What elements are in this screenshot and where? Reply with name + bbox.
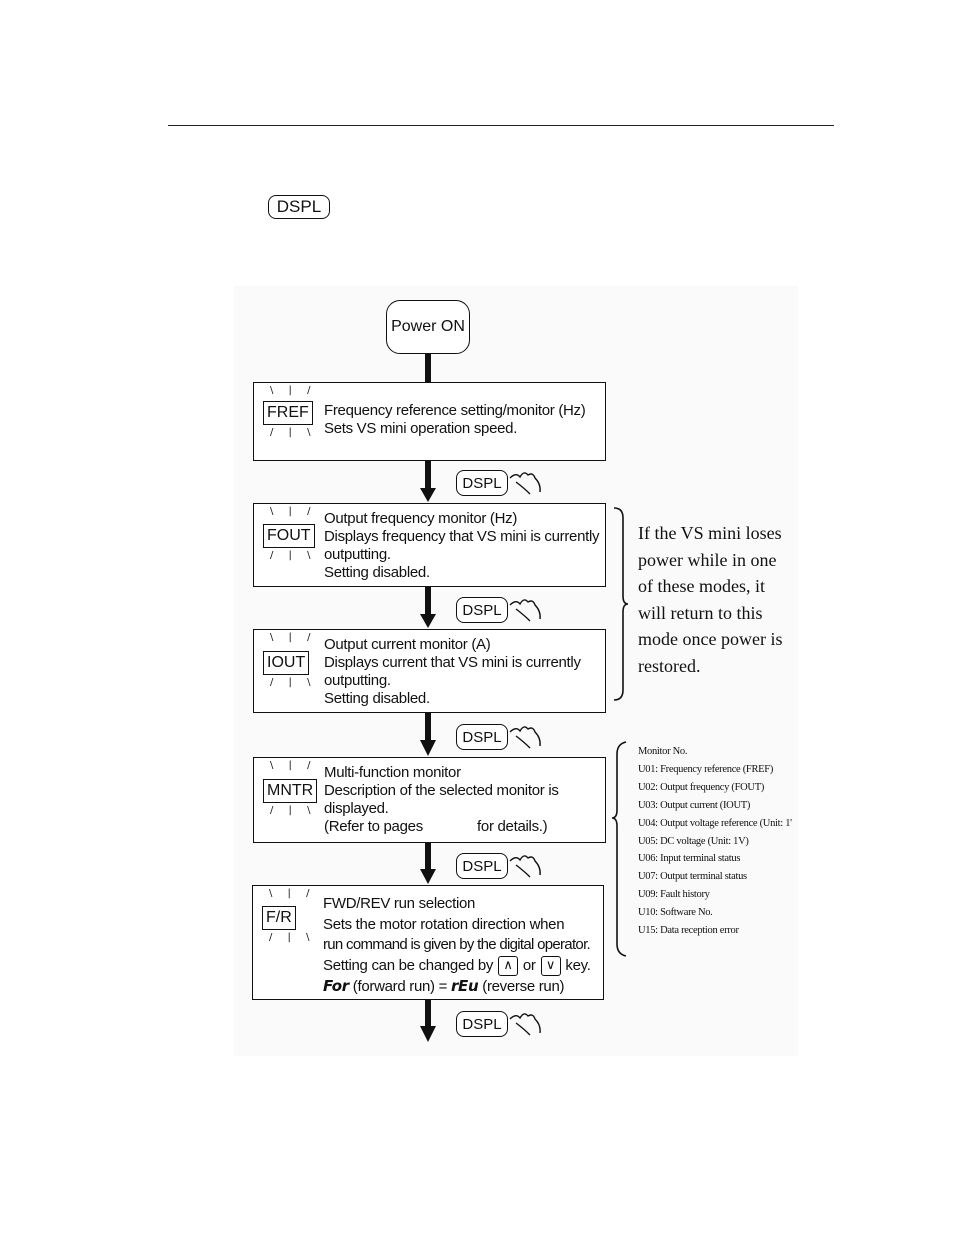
blink-marks: / | \ xyxy=(270,805,317,816)
monitor-item: U10: Software No. xyxy=(638,907,713,919)
hand-press-icon xyxy=(509,472,541,495)
note-line: restored. xyxy=(638,655,701,676)
mode-text: Sets the motor rotation direction when xyxy=(323,915,565,933)
monitor-item: U09: Fault history xyxy=(638,889,710,901)
dspl-press-5: DSPL xyxy=(456,1009,542,1039)
mode-text: Setting disabled. xyxy=(324,564,430,581)
dspl-press-3: DSPL xyxy=(456,722,542,752)
mode-box-fout: \ | / FOUT / | \ Output frequency monito… xyxy=(253,503,606,587)
mode-text: Displays frequency that VS mini is curre… xyxy=(324,528,600,545)
mode-text: (Refer to pages for details.) xyxy=(324,818,548,835)
mode-title: Output frequency monitor (Hz) xyxy=(324,510,518,527)
monitor-item: U03: Output current (IOUT) xyxy=(638,799,751,811)
dspl-key: DSPL xyxy=(456,470,508,496)
mode-key-iout: IOUT xyxy=(263,651,310,675)
monitor-item: U01: Frequency reference (FREF) xyxy=(638,763,774,775)
dspl-press-4: DSPL xyxy=(456,851,542,881)
mode-text: Setting disabled. xyxy=(324,690,430,707)
dspl-key: DSPL xyxy=(456,853,508,879)
monitor-list-header: Monitor No. xyxy=(638,746,688,757)
mode-box-iout: \ | / IOUT / | \ Output current monitor … xyxy=(253,629,606,713)
mode-title: Frequency reference setting/monitor (Hz) xyxy=(324,402,586,419)
header-rule xyxy=(168,125,834,126)
or-text: or xyxy=(522,956,536,974)
dspl-key: DSPL xyxy=(456,1011,508,1037)
hand-press-icon xyxy=(509,1013,541,1036)
dspl-press-2: DSPL xyxy=(456,595,542,625)
forward-display-code: For xyxy=(323,977,349,995)
mode-key-fr: F/R xyxy=(262,906,296,930)
hand-press-icon xyxy=(509,726,541,749)
note-line: If the VS mini loses xyxy=(638,523,782,543)
mode-text-keys: Setting can be changed by ∧ or ∨ key. xyxy=(323,955,591,977)
blink-marks: / | \ xyxy=(270,550,317,561)
mode-text: Displays current that VS mini is current… xyxy=(324,654,581,671)
power-loss-note: If the VS mini loses power while in one … xyxy=(638,520,782,679)
mode-description: Output current monitor (A) Displays curr… xyxy=(324,636,581,708)
monitor-item: U06: Input terminal status xyxy=(638,853,741,865)
note-line: mode once power is xyxy=(638,629,783,649)
monitor-item: U15: Data reception error xyxy=(638,925,739,937)
reverse-display-code: rEu xyxy=(450,977,479,995)
down-key-icon: ∨ xyxy=(540,955,561,976)
dspl-key: DSPL xyxy=(456,597,508,623)
dspl-key-header: DSPL xyxy=(268,195,330,219)
mode-title: Output current monitor (A) xyxy=(324,636,491,653)
mode-text: outputting. xyxy=(324,546,391,563)
blink-marks: / | \ xyxy=(269,932,316,943)
monitor-item: U07: Output terminal status xyxy=(638,871,747,883)
mode-text-direction: For (forward run) = rEu (reverse run) xyxy=(323,976,591,998)
mode-text: outputting. xyxy=(324,672,391,689)
blink-marks: \ | / xyxy=(270,632,317,643)
mode-box-fref: \ | / FREF / | \ Frequency reference set… xyxy=(253,382,606,461)
note-line: will return to this xyxy=(638,602,763,623)
dspl-press-1: DSPL xyxy=(456,468,542,498)
hand-press-icon xyxy=(509,855,541,878)
mode-title: Multi-function monitor xyxy=(324,764,461,781)
blink-marks: / | \ xyxy=(270,677,317,688)
reverse-text: (reverse run) xyxy=(482,978,565,995)
mode-box-mntr: \ | / MNTR / | \ Multi-function monitor … xyxy=(253,757,606,843)
dspl-key: DSPL xyxy=(456,724,508,750)
blink-marks: \ | / xyxy=(270,760,317,771)
setting-text: Setting can be changed by xyxy=(323,956,494,974)
key-text: key. xyxy=(565,956,591,974)
monitor-list: Monitor No. U01: Frequency reference (FR… xyxy=(638,743,792,940)
mode-title: FWD/REV run selection xyxy=(323,895,476,912)
mode-text: run command is given by the digital oper… xyxy=(323,936,591,953)
mode-text: Description of the selected monitor is xyxy=(324,782,559,799)
blink-marks: / | \ xyxy=(270,427,317,438)
forward-text: (forward run) = xyxy=(352,978,448,995)
mode-text: displayed. xyxy=(324,800,389,817)
hand-press-icon xyxy=(509,599,541,622)
note-line: of these modes, it xyxy=(638,576,765,596)
monitor-item: U04: Output voltage reference (Unit: 1' xyxy=(638,817,792,829)
mode-key-mntr: MNTR xyxy=(263,779,318,803)
monitor-item: U05: DC voltage (Unit: 1V) xyxy=(638,835,749,847)
monitor-item: U02: Output frequency (FOUT) xyxy=(638,781,765,793)
mode-description: Output frequency monitor (Hz) Displays f… xyxy=(324,510,600,582)
mode-description: Multi-function monitor Description of th… xyxy=(324,764,559,836)
mode-box-fr: \ | / F/R / | \ FWD/REV run selection Se… xyxy=(252,885,604,1000)
blink-marks: \ | / xyxy=(269,888,316,899)
note-line: power while in one xyxy=(638,549,777,570)
up-key-icon: ∧ xyxy=(498,955,519,976)
blink-marks: \ | / xyxy=(270,506,317,517)
mode-description: FWD/REV run selection Sets the motor rot… xyxy=(323,894,591,998)
mode-key-fout: FOUT xyxy=(263,524,315,548)
mode-text: Sets VS mini operation speed. xyxy=(324,420,518,437)
mode-key-fref: FREF xyxy=(263,401,313,425)
blink-marks: \ | / xyxy=(270,385,317,396)
mode-description: Frequency reference setting/monitor (Hz)… xyxy=(324,402,586,438)
power-on-node: Power ON xyxy=(386,300,470,354)
